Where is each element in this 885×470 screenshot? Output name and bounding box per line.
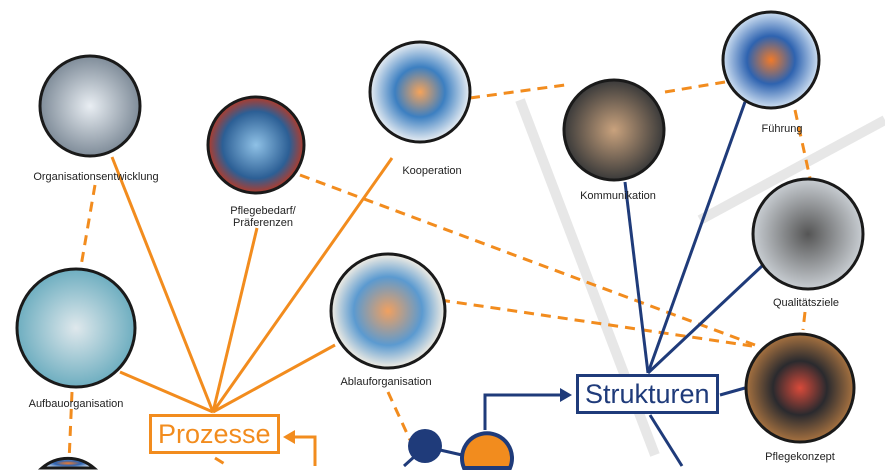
aufbauorganisation-image: [15, 267, 137, 389]
bottom-left-image: [37, 456, 99, 470]
label-pflegebedarf-2: Präferenzen: [233, 217, 293, 229]
kooperation-image: [368, 40, 472, 144]
label-kooperation: Kooperation: [402, 165, 462, 177]
navy-arrow: [483, 388, 572, 430]
pflegebedarf-image: [206, 95, 306, 195]
label-aufbauorganisation: Aufbauorganisation: [28, 398, 124, 410]
label-ablauforganisation: Ablauforganisation: [340, 376, 432, 388]
orange-dot: [460, 431, 514, 470]
fuehrung-image: [721, 10, 821, 110]
label-pflegebedarf-1: Pflegebedarf/: [230, 205, 296, 217]
navy-dot: [408, 429, 442, 463]
kommunikation-image: [562, 78, 666, 182]
qualitaetsziele-image: [751, 177, 865, 291]
label-qualitaetsziele: Qualitätsziele: [772, 297, 840, 309]
strukturen-hub: Strukturen: [576, 374, 719, 414]
prozesse-hub: Prozesse: [149, 414, 280, 454]
pflegekonzept-image: [744, 332, 856, 444]
ablauforganisation-image: [329, 252, 447, 370]
organisationsentwicklung-image: [38, 54, 142, 158]
orange-arrow: [283, 430, 317, 466]
label-kommunikation: Kommunikation: [580, 190, 656, 202]
label-fuehrung: Führung: [761, 123, 803, 135]
dashed-links: [67, 80, 812, 468]
strukturen-links: [623, 101, 764, 467]
label-organisationsentwicklung: Organisationsentwicklung: [33, 171, 159, 183]
label-pflegekonzept: Pflegekonzept: [765, 451, 835, 463]
prozesse-links: [110, 156, 394, 414]
